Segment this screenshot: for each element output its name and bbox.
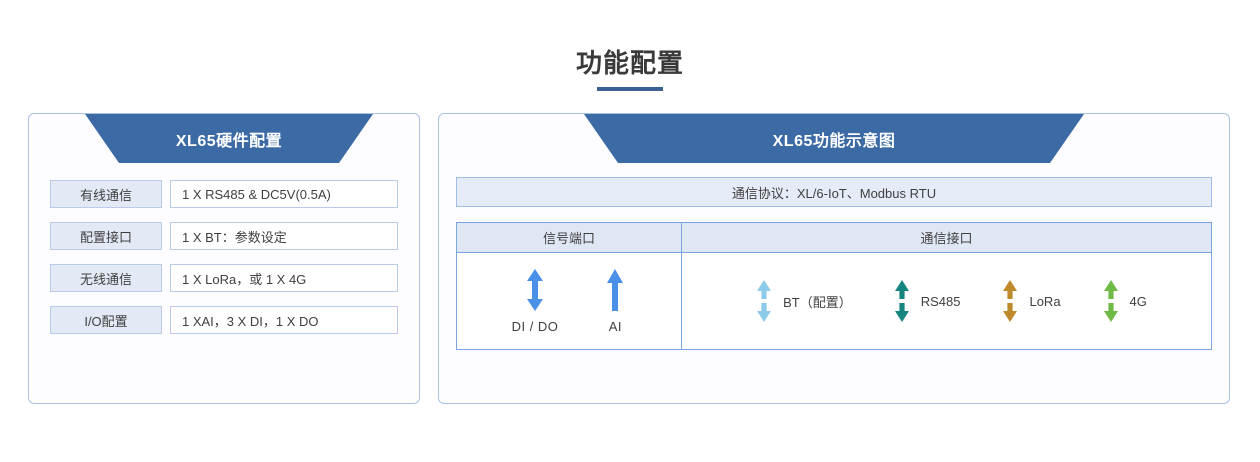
comm-interface-label: RS485 bbox=[920, 293, 961, 309]
page-header: 功能配置 bbox=[0, 0, 1260, 91]
comm-interface-item-4g: 4G bbox=[1101, 279, 1147, 323]
title-underline-rule bbox=[597, 87, 663, 91]
function-diagram-banner: XL65功能示意图 bbox=[584, 114, 1084, 163]
signal-port-item-di-do: DI / DO bbox=[512, 268, 559, 334]
comm-interface-item-bt: BT（配置） bbox=[754, 279, 852, 323]
diagram-table-header-row: 信号端口 通信接口 bbox=[457, 223, 1211, 253]
signal-port-cell: DI / DO AI bbox=[457, 253, 682, 349]
column-header-signal-port: 信号端口 bbox=[457, 223, 682, 252]
comm-interface-item-rs485: RS485 bbox=[892, 279, 961, 323]
row-label: I/O配置 bbox=[50, 306, 162, 334]
table-row: I/O配置 1 XAI，3 X DI，1 X DO bbox=[50, 306, 398, 334]
row-value: 1 X RS485 & DC5V(0.5A) bbox=[170, 180, 398, 208]
function-diagram-banner-title: XL65功能示意图 bbox=[772, 132, 896, 150]
hardware-config-banner: XL65硬件配置 bbox=[85, 114, 373, 163]
hardware-config-rows: 有线通信 1 X RS485 & DC5V(0.5A) 配置接口 1 X BT：… bbox=[29, 163, 419, 334]
comm-interface-cell: BT（配置） RS485 bbox=[682, 253, 1211, 349]
hardware-config-panel: XL65硬件配置 有线通信 1 X RS485 & DC5V(0.5A) 配置接… bbox=[28, 113, 420, 404]
comm-interface-label: 4G bbox=[1129, 293, 1147, 309]
arrow-up-icon bbox=[604, 268, 626, 312]
row-value: 1 X BT：参数设定 bbox=[170, 222, 398, 250]
comm-interface-label: LoRa bbox=[1029, 293, 1061, 309]
split-arrow-vertical-icon bbox=[1101, 279, 1121, 323]
table-row: 无线通信 1 X LoRa，或 1 X 4G bbox=[50, 264, 398, 292]
row-label: 有线通信 bbox=[50, 180, 162, 208]
diagram-table: 信号端口 通信接口 DI / DO bbox=[456, 222, 1212, 350]
hardware-config-banner-title: XL65硬件配置 bbox=[175, 132, 283, 150]
split-arrow-vertical-icon bbox=[892, 279, 912, 323]
row-value: 1 X LoRa，或 1 X 4G bbox=[170, 264, 398, 292]
function-diagram-panel: XL65功能示意图 通信协议：XL/6-IoT、Modbus RTU 信号端口 … bbox=[438, 113, 1230, 404]
comm-interface-item-lora: LoRa bbox=[1000, 279, 1061, 323]
signal-port-item-ai: AI bbox=[604, 268, 626, 334]
signal-port-label: DI / DO bbox=[511, 319, 559, 334]
row-label: 配置接口 bbox=[50, 222, 162, 250]
table-row: 配置接口 1 X BT：参数设定 bbox=[50, 222, 398, 250]
column-header-comm-interface: 通信接口 bbox=[920, 231, 973, 246]
table-row: 有线通信 1 X RS485 & DC5V(0.5A) bbox=[50, 180, 398, 208]
double-arrow-vertical-icon bbox=[524, 268, 546, 312]
comm-interface-label: BT（配置） bbox=[783, 294, 852, 310]
function-diagram-body: 通信协议：XL/6-IoT、Modbus RTU 信号端口 通信接口 bbox=[439, 163, 1229, 350]
diagram-table-body-row: DI / DO AI bbox=[457, 253, 1211, 349]
split-arrow-vertical-icon bbox=[754, 279, 774, 323]
panels-container: XL65硬件配置 有线通信 1 X RS485 & DC5V(0.5A) 配置接… bbox=[0, 91, 1260, 404]
split-arrow-vertical-icon bbox=[1000, 279, 1020, 323]
signal-port-label: AI bbox=[608, 319, 623, 334]
row-value: 1 XAI，3 X DI，1 X DO bbox=[170, 306, 398, 334]
page-title: 功能配置 bbox=[575, 48, 684, 78]
protocol-bar: 通信协议：XL/6-IoT、Modbus RTU bbox=[456, 177, 1212, 207]
row-label: 无线通信 bbox=[50, 264, 162, 292]
